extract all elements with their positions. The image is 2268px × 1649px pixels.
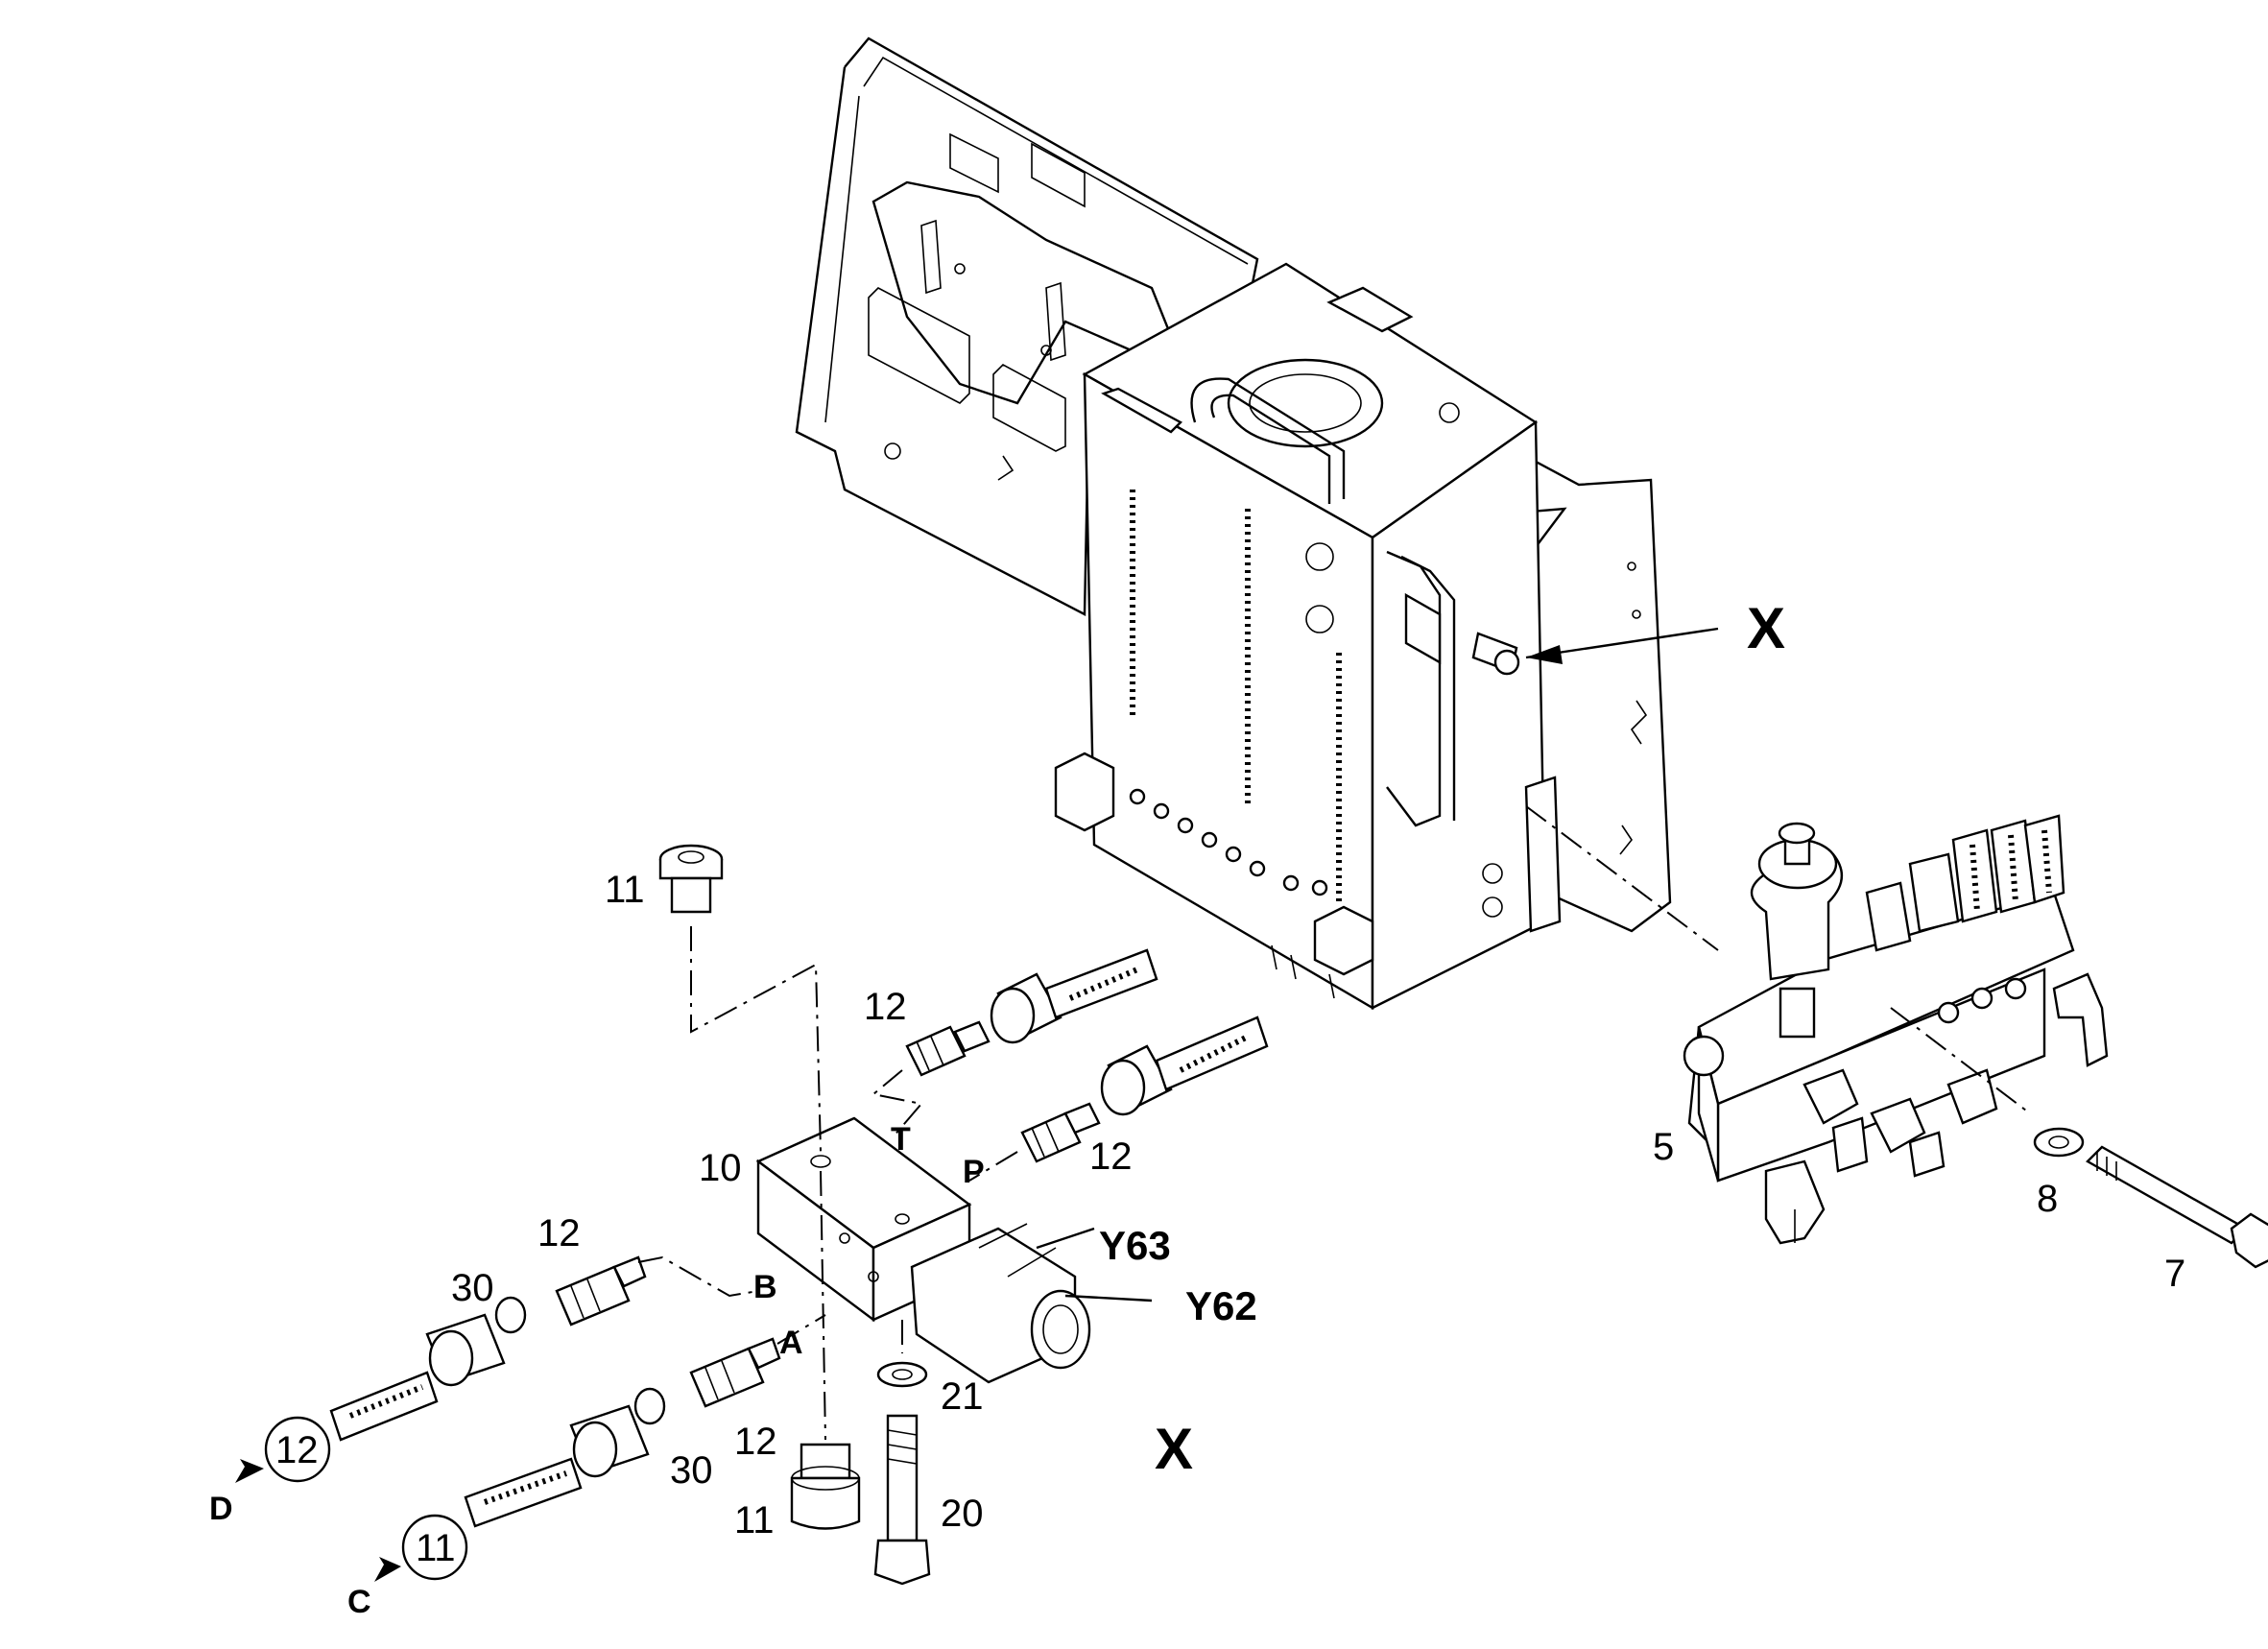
callout-12-b: 12 — [537, 1212, 581, 1255]
tank-assembly — [1054, 262, 1562, 1011]
callout-5: 5 — [1653, 1126, 1674, 1168]
solenoid-y62-label: Y62 — [1185, 1283, 1257, 1328]
callout-11-top: 11 — [605, 869, 645, 911]
detail-x-pointer — [1525, 627, 1719, 664]
callout-12-p: 12 — [1089, 1135, 1133, 1178]
line-end-c — [374, 1514, 468, 1582]
port-a-label: A — [779, 1325, 803, 1361]
tank-bolts — [1129, 788, 1328, 896]
callout-8: 8 — [2037, 1178, 2058, 1220]
plug-11-top — [658, 844, 822, 1153]
callout-12-a: 12 — [734, 1421, 777, 1463]
callout-21: 21 — [941, 1375, 984, 1418]
plug-11-bottom — [790, 1170, 861, 1530]
solenoid-y63-label: Y63 — [1099, 1223, 1171, 1268]
valve-block-10 — [755, 1116, 1153, 1384]
callout-7: 7 — [2164, 1253, 2185, 1295]
washer-8 — [2033, 1127, 2085, 1158]
detail-x-top: X — [1747, 596, 1785, 660]
line-end-c-label: C — [347, 1584, 371, 1620]
port-b-label: B — [753, 1269, 777, 1305]
hose-b-assembly — [329, 1255, 759, 1442]
callout-12-t: 12 — [864, 986, 907, 1028]
callout-20: 20 — [941, 1493, 984, 1535]
bolt-7 — [2086, 1145, 2268, 1269]
port-t-label: T — [891, 1121, 911, 1158]
circled-ref-11: 11 — [416, 1527, 456, 1569]
hose-a-assembly — [464, 1314, 826, 1528]
callout-10: 10 — [699, 1147, 742, 1189]
callout-30-upper: 30 — [451, 1267, 494, 1309]
callout-30-lower: 30 — [670, 1449, 713, 1492]
valve-manifold — [1525, 805, 2109, 1245]
line-end-d — [235, 1416, 331, 1483]
hose-t-assembly — [871, 948, 1158, 1138]
port-p-label: P — [963, 1154, 985, 1190]
circled-ref-12: 12 — [275, 1429, 319, 1471]
hose-p-assembly — [968, 1016, 1269, 1182]
washer-21-and-bolt-20 — [873, 1320, 931, 1586]
callout-11-bottom: 11 — [734, 1499, 775, 1541]
detail-x-bottom: X — [1155, 1417, 1193, 1481]
line-end-d-label: D — [209, 1491, 233, 1527]
